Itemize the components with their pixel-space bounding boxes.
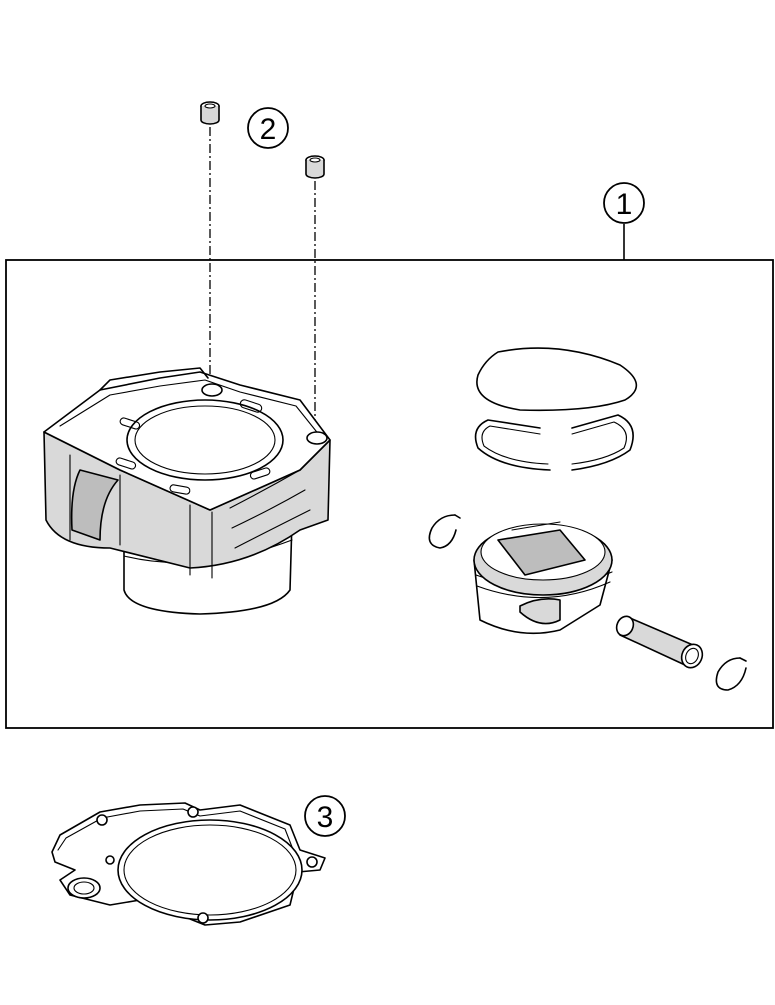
piston-ring-top[interactable] [476,347,638,412]
cylinder-base-gasket[interactable] [51,802,326,926]
callout-2[interactable]: 2 [247,107,289,149]
piston[interactable] [473,521,613,635]
dowel-sleeve-right[interactable] [305,155,325,432]
callout-2-label: 2 [260,113,277,146]
piston-ring-lower[interactable] [474,414,634,471]
callout-1-label: 1 [616,188,633,221]
callout-3-circle [304,795,346,837]
kit-frame [5,259,774,729]
callout-1-circle [603,182,645,224]
callout-1[interactable]: 1 [603,182,645,260]
callout-3-label: 3 [317,801,334,834]
callout-3[interactable]: 3 [304,795,346,837]
dowel-sleeve-left[interactable] [200,101,220,386]
cylinder[interactable] [43,367,331,615]
circlip-right[interactable] [715,657,747,691]
circlip-left[interactable] [428,514,461,549]
callout-2-circle [247,107,289,149]
wrist-pin[interactable] [614,614,706,671]
